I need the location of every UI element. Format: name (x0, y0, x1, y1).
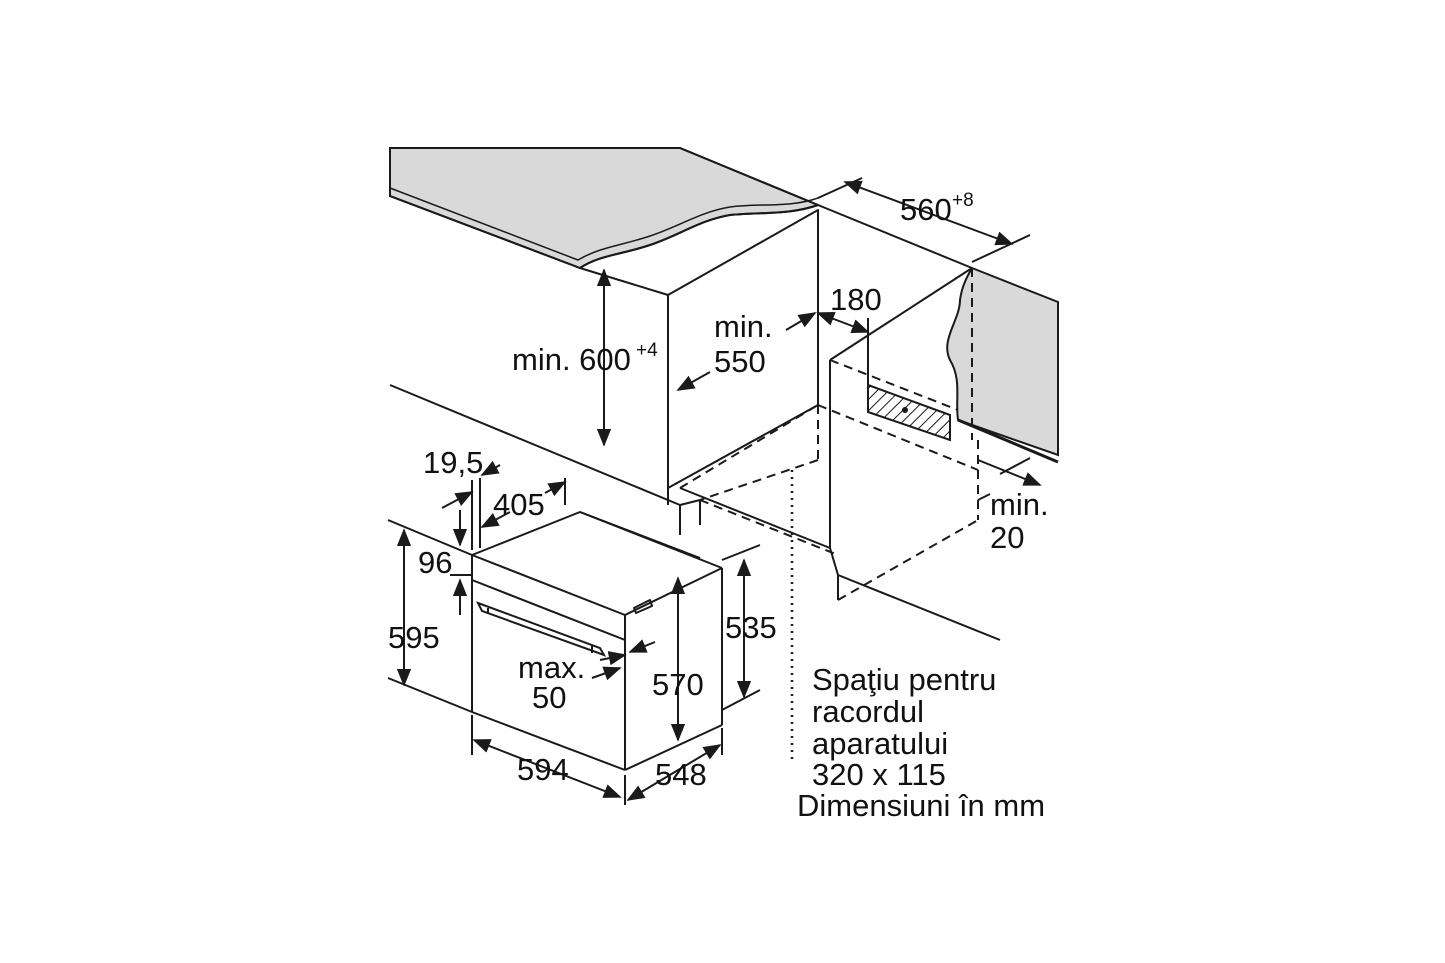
note-line-1: Spaţiu pentru (812, 662, 996, 697)
note-line-4: 320 x 115 (812, 757, 946, 792)
label-min-20-line1: min. (990, 487, 1049, 522)
label-min-550-line1: min. (714, 309, 773, 344)
countertop (389, 147, 821, 270)
label-405: 405 (493, 487, 545, 522)
label-96: 96 (418, 545, 452, 580)
label-570: 570 (652, 667, 704, 702)
label-600-tolerance: +4 (636, 340, 658, 361)
right-wall (946, 266, 1059, 464)
dimension-labels: 560 +8 min. 600 +4 min. 550 180 min. 20 … (388, 190, 1049, 792)
label-560: 560 (900, 192, 952, 227)
note-line-3: aparatului (812, 726, 948, 761)
cabinet-niche (389, 147, 1001, 760)
label-max-50-line2: 50 (532, 680, 566, 715)
label-560-tolerance: +8 (952, 190, 974, 211)
label-min-20-line2: 20 (990, 520, 1024, 555)
oven (471, 511, 723, 771)
label-min-550-line2: 550 (714, 344, 766, 379)
label-19-5: 19,5 (423, 445, 483, 480)
label-535: 535 (725, 610, 777, 645)
label-594: 594 (517, 752, 569, 787)
label-min-600: min. 600 (512, 342, 631, 377)
note-line-2: racordul (812, 694, 924, 729)
dimension-lines (387, 177, 1042, 805)
label-max-50-line1: max. (518, 650, 585, 685)
note-units: Dimensiuni în mm (797, 788, 1045, 823)
connection-note: Spaţiu pentru racordul aparatului 320 x … (797, 662, 1045, 823)
label-180: 180 (830, 282, 882, 317)
label-595: 595 (388, 620, 440, 655)
label-548: 548 (655, 757, 707, 792)
